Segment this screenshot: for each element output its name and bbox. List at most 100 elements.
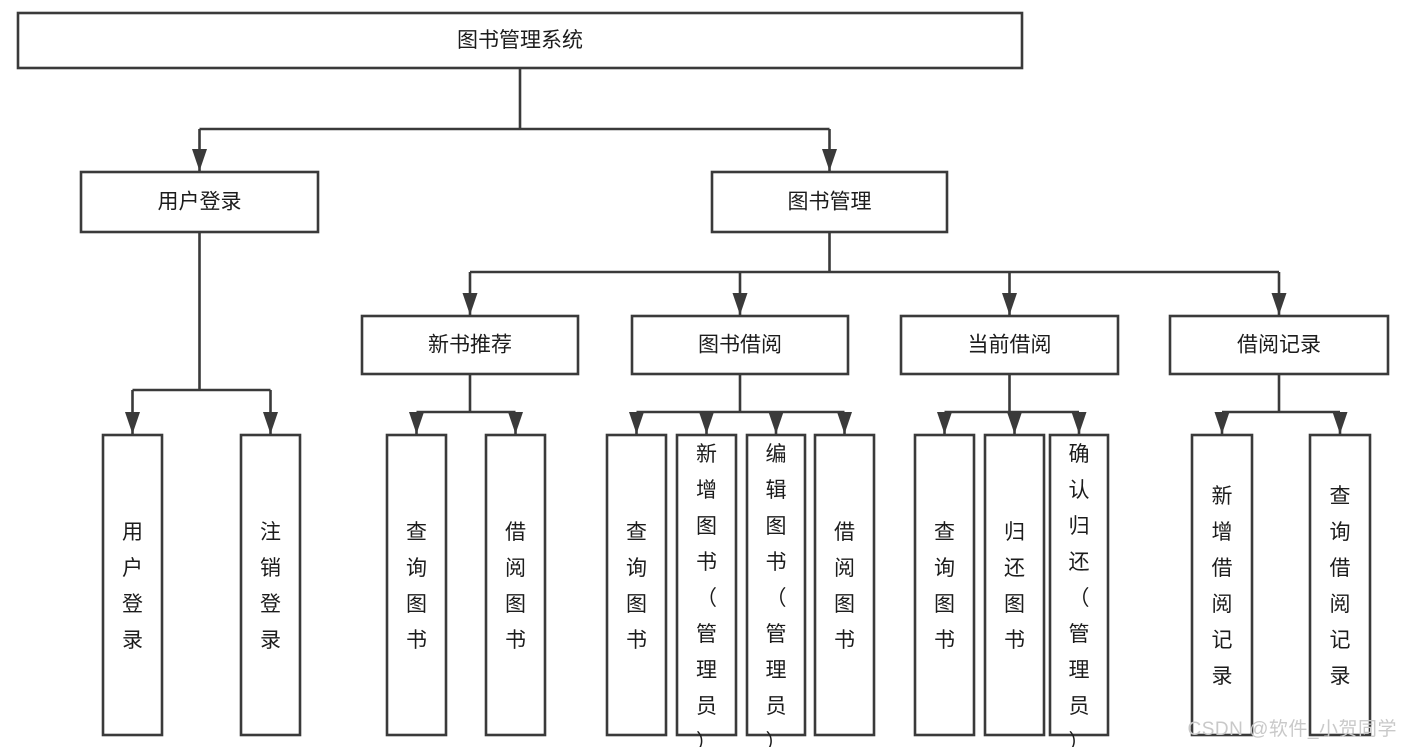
svg-text:书: 书 — [1004, 629, 1025, 652]
svg-text:管: 管 — [696, 623, 717, 646]
node-box-leaf-query-borrow-record[interactable] — [1308, 433, 1372, 737]
svg-text:（: （ — [696, 587, 717, 610]
arrow-head-icon — [1214, 412, 1230, 434]
svg-text:还: 还 — [1004, 557, 1025, 580]
svg-text:记: 记 — [1212, 629, 1233, 652]
arrow-head-icon — [409, 412, 424, 434]
node-box-leaf-borrow-book-2[interactable] — [813, 433, 876, 737]
svg-text:询: 询 — [1330, 521, 1351, 544]
node-box-leaf-confirm-return[interactable] — [1048, 433, 1110, 737]
svg-text:记: 记 — [1330, 629, 1351, 652]
svg-text:查: 查 — [1330, 485, 1351, 508]
svg-text:）: ） — [696, 731, 717, 747]
arrow-head-icon — [1332, 412, 1348, 434]
node-label-borrow-record: 借阅记录 — [1237, 334, 1321, 357]
svg-text:书: 书 — [505, 629, 526, 652]
node-box-leaf-add-borrow-record[interactable] — [1190, 433, 1254, 737]
svg-text:（: （ — [766, 587, 787, 610]
node-label-book-borrow: 图书借阅 — [698, 334, 782, 357]
svg-text:编: 编 — [766, 443, 787, 466]
svg-text:归: 归 — [1069, 515, 1090, 538]
node-box-book-borrow[interactable] — [630, 314, 850, 376]
svg-text:录: 录 — [1330, 665, 1351, 688]
node-box-leaf-return-book[interactable] — [983, 433, 1046, 737]
connectors-layer — [125, 68, 1348, 434]
arrow-head-icon — [699, 412, 714, 434]
svg-text:借: 借 — [834, 521, 855, 544]
svg-text:借: 借 — [1330, 557, 1351, 580]
svg-text:理: 理 — [1069, 659, 1090, 682]
arrow-head-icon — [768, 412, 784, 434]
arrow-head-icon — [508, 412, 523, 434]
node-box-leaf-borrow-book-1[interactable] — [484, 433, 547, 737]
node-labels-layer: 图书管理系统用户登录图书管理新书推荐图书借阅当前借阅借阅记录用户登录注销登录查询… — [122, 29, 1351, 747]
svg-text:查: 查 — [626, 521, 647, 544]
node-box-leaf-edit-book[interactable] — [745, 433, 807, 737]
node-box-leaf-query-book-3[interactable] — [913, 433, 976, 737]
node-box-book-management[interactable] — [710, 170, 949, 234]
svg-text:图: 图 — [696, 515, 717, 538]
svg-text:新: 新 — [696, 443, 717, 466]
svg-text:查: 查 — [934, 521, 955, 544]
svg-text:询: 询 — [406, 557, 427, 580]
svg-text:）: ） — [766, 731, 787, 747]
node-label-leaf-user-login: 用户登录 — [122, 521, 143, 652]
svg-text:阅: 阅 — [1330, 593, 1351, 616]
svg-text:图: 图 — [406, 593, 427, 616]
svg-text:书: 书 — [696, 551, 717, 574]
svg-text:图: 图 — [1004, 593, 1025, 616]
svg-text:认: 认 — [1069, 479, 1090, 502]
arrow-head-icon — [1002, 293, 1017, 315]
svg-text:图: 图 — [834, 593, 855, 616]
svg-text:增: 增 — [696, 479, 717, 502]
svg-text:书: 书 — [766, 551, 787, 574]
svg-text:录: 录 — [122, 629, 143, 652]
svg-text:用: 用 — [122, 521, 143, 544]
node-box-leaf-query-book-1[interactable] — [385, 433, 448, 737]
svg-text:借: 借 — [1212, 557, 1233, 580]
node-box-leaf-add-book[interactable] — [675, 433, 738, 737]
svg-text:管: 管 — [1069, 623, 1090, 646]
node-label-book-management: 图书管理 — [788, 191, 872, 214]
node-label-root: 图书管理系统 — [457, 29, 583, 52]
svg-text:书: 书 — [406, 629, 427, 652]
svg-text:书: 书 — [626, 629, 647, 652]
svg-text:辑: 辑 — [766, 479, 787, 502]
node-box-current-borrow[interactable] — [899, 314, 1120, 376]
svg-text:查: 查 — [406, 521, 427, 544]
node-label-new-book-recommend: 新书推荐 — [428, 334, 512, 357]
node-box-borrow-record[interactable] — [1168, 314, 1390, 376]
node-boxes-layer — [16, 11, 1390, 737]
arrow-head-icon — [1271, 293, 1287, 315]
svg-text:登: 登 — [122, 593, 143, 616]
svg-text:户: 户 — [122, 557, 143, 580]
arrow-head-icon — [629, 412, 644, 434]
node-box-leaf-logout-login[interactable] — [239, 433, 302, 737]
svg-text:询: 询 — [626, 557, 647, 580]
node-box-leaf-user-login[interactable] — [101, 433, 164, 737]
svg-text:管: 管 — [766, 623, 787, 646]
svg-text:）: ） — [1069, 731, 1090, 747]
svg-text:图: 图 — [934, 593, 955, 616]
node-box-new-book-recommend[interactable] — [360, 314, 580, 376]
svg-text:确: 确 — [1069, 443, 1090, 466]
svg-text:阅: 阅 — [505, 557, 526, 580]
arrow-head-icon — [822, 149, 837, 171]
svg-text:图: 图 — [505, 593, 526, 616]
node-box-leaf-query-book-2[interactable] — [605, 433, 668, 737]
arrow-head-icon — [1071, 412, 1087, 434]
arrow-head-icon — [937, 412, 952, 434]
svg-text:注: 注 — [260, 521, 281, 544]
node-box-user-login[interactable] — [79, 170, 320, 234]
node-box-root[interactable] — [16, 11, 1024, 70]
svg-text:借: 借 — [505, 521, 526, 544]
